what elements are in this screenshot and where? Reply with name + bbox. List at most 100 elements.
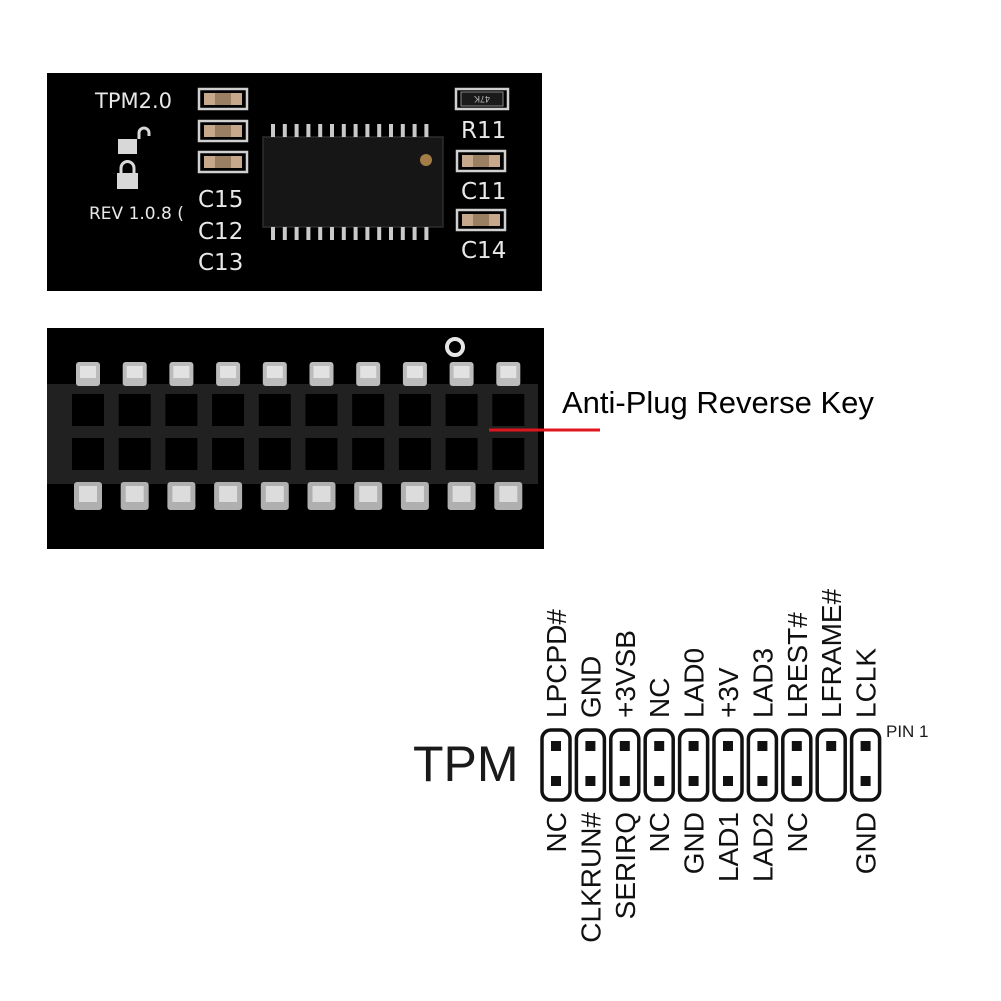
connector-pin-highlight (313, 366, 330, 378)
anti-plug-annotation: Anti-Plug Reverse Key (562, 385, 874, 420)
pin-column-box (712, 728, 744, 802)
chip-lead (412, 124, 417, 137)
top-pin-label: +3V (713, 667, 744, 718)
pin-column-box (815, 728, 847, 802)
pin-dot-bottom (585, 776, 596, 786)
connector-pin-highlight (266, 366, 283, 378)
connector-socket (398, 438, 431, 470)
top-pin-label: LREST# (782, 612, 813, 718)
capacitor-column-right (455, 149, 507, 232)
r11-marking: 47K (474, 94, 490, 104)
pin-dot-bottom (619, 776, 630, 786)
chip-lead (341, 124, 346, 137)
tpm-module-board: TPM2.0 REV 1.0.8 ( C15 C12 C13 47K R11 (47, 73, 542, 291)
connector-socket (72, 394, 104, 426)
pin-dot-bottom (860, 776, 871, 786)
chip-lead (282, 227, 287, 240)
bottom-pin-label: SERIRQ (610, 812, 641, 919)
top-pin-label: GND (575, 656, 606, 718)
connector-socket (352, 394, 385, 426)
chip-lead (389, 227, 393, 240)
pin1-label: PIN 1 (886, 722, 929, 741)
connector-pin-highlight (173, 366, 190, 378)
bottom-pin-label: NC (782, 812, 813, 852)
tpm-chip (262, 124, 444, 240)
connector-pin-highlight (125, 486, 144, 502)
top-pin-label: LCLK (851, 648, 882, 718)
connector-socket (305, 394, 338, 426)
top-pin-label: LPCPD# (541, 609, 572, 718)
connector-pin-highlight (265, 486, 284, 502)
pin-column-box (643, 728, 675, 802)
connector-pin-highlight (172, 486, 191, 502)
connector-pin-highlight (126, 366, 143, 378)
connector-socket (445, 438, 478, 470)
pinout-header (540, 728, 882, 802)
label-c15: C15 (198, 187, 243, 213)
pin-dot-top (757, 741, 768, 751)
pin-dot-bottom (757, 776, 768, 786)
connector-pin-highlight (220, 366, 237, 378)
connector-pin-highlight (406, 366, 423, 378)
capacitor-c14 (455, 208, 507, 232)
pin-dot-top (619, 741, 630, 751)
connector-pin-highlight (360, 366, 377, 378)
connector-socket (212, 438, 245, 470)
connector-socket (212, 394, 245, 426)
pin-column-box (849, 728, 882, 802)
label-c12: C12 (198, 219, 243, 245)
pin-column-box (609, 728, 641, 802)
connector-pin-highlight (500, 366, 517, 378)
chip-lead (318, 124, 323, 137)
pin-dot-top (791, 741, 802, 751)
chip-lead (353, 227, 358, 240)
chip-lead (294, 124, 299, 137)
pin-column-box (746, 728, 779, 802)
capacitor-c12 (197, 119, 249, 143)
top-pin-label: LAD3 (747, 648, 778, 718)
connector-pin-highlight (219, 486, 238, 502)
lock-icon (117, 160, 138, 189)
chip-lead (306, 227, 311, 240)
chip-lead (365, 227, 370, 240)
capacitor-column-left (197, 87, 249, 174)
connector-socket (305, 438, 338, 470)
pin-dot-bottom (791, 776, 802, 786)
chip-lead (424, 124, 429, 137)
chip-lead (341, 227, 346, 240)
tpm-connector (47, 328, 600, 549)
pin-dot-bottom (723, 776, 733, 786)
label-c11: C11 (461, 179, 506, 205)
top-pin-label: NC (644, 678, 675, 718)
connector-socket (165, 394, 198, 426)
connector-socket (398, 394, 431, 426)
pin-column-box (781, 728, 813, 802)
chip-lead (365, 124, 370, 137)
label-c14: C14 (461, 238, 506, 264)
key-mark-circle (445, 337, 465, 357)
connector-socket (72, 438, 104, 470)
chip-lead (377, 227, 382, 240)
chip-lead (318, 227, 323, 240)
connector-pin-highlight (452, 486, 471, 502)
connector-pin-highlight (453, 366, 470, 378)
connector-pin-highlight (79, 486, 97, 502)
chip-lead (400, 227, 405, 240)
bottom-pin-label: GND (679, 812, 710, 874)
connector-pin-highlight (80, 366, 96, 378)
connector-pin-highlight (359, 486, 378, 502)
chip-lead (306, 124, 311, 137)
board-title: TPM2.0 (94, 89, 172, 113)
connector-pin-highlight (499, 486, 518, 502)
chip-lead (294, 227, 299, 240)
capacitor-c11 (455, 149, 507, 173)
top-pin-label: +3VSB (610, 630, 641, 718)
pin-dot-top (688, 741, 699, 751)
pin-column-box (677, 728, 710, 802)
chip-lead (330, 124, 334, 137)
bottom-pin-label: NC (541, 812, 572, 852)
pin-dot-top (723, 741, 733, 751)
bottom-pin-label: LAD1 (713, 812, 744, 882)
